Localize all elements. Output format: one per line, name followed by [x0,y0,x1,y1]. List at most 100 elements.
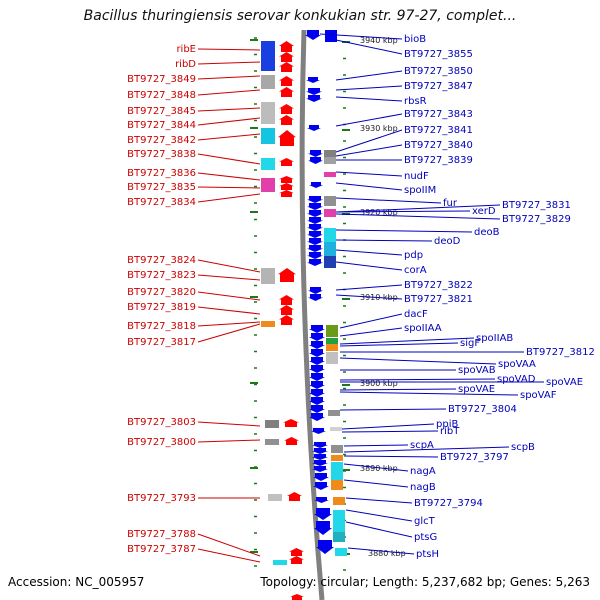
topology-label: Topology: circular; Length: 5,237,682 bp… [260,575,590,589]
reverse-gene-arrow [312,466,328,472]
reverse-gene-arrow [309,325,325,333]
right-leader-line [335,294,403,300]
forward-gene-arrow [279,115,294,125]
right-leader-line [343,455,439,458]
backbone-line [299,29,325,600]
forward-gene-arrow [279,176,294,183]
gene-box [326,352,338,364]
gene-box [324,196,336,206]
right-gene-label: spoVAE [546,377,583,388]
right-gene-label: BT9727_3822 [404,280,473,291]
right-leader-line [335,144,403,157]
right-gene-label: BT9727_3831 [502,200,571,211]
right-leader-line [335,210,471,213]
right-gene-label: nagB [410,482,436,493]
left-gene-label: BT9727_3834 [127,197,196,208]
left-leader-line [197,89,261,96]
forward-gene-arrow [279,41,294,52]
right-gene-label: fur [443,198,458,209]
right-leader-line [335,85,403,91]
right-gene-label: BT9727_3794 [414,498,483,509]
chromosome-backbone [299,29,325,600]
forward-gene-arrow [279,158,294,166]
forward-gene-arrow [279,190,294,197]
left-gene-label: BT9727_3824 [127,255,196,266]
gene-box [261,158,275,170]
left-gene-label: BT9727_3844 [127,120,196,131]
reverse-gene-arrow [307,238,323,245]
right-gene-label: pdp [404,250,423,261]
gene-box [331,480,343,490]
reverse-gene-arrow [312,460,328,466]
forward-strand-genes [261,41,304,600]
left-gene-label: BT9727_3842 [127,135,196,146]
left-gene-label: BT9727_3788 [127,529,196,540]
gene-box [333,510,345,532]
right-leader-line [339,357,497,365]
right-gene-label: BT9727_3812 [526,347,595,358]
scale-label: 3890 kbp [360,464,398,473]
right-gene-label: ppiB [436,419,458,430]
right-leader-line [319,33,403,40]
left-leader-line [197,61,261,65]
reverse-gene-arrow [308,157,323,164]
left-gene-label: ribE [176,44,196,55]
scale-label: 3900 kbp [360,379,398,388]
right-gene-label: spoIIAA [404,323,442,334]
right-gene-label: rbsR [404,96,427,107]
right-gene-label: spoIIAB [476,333,513,344]
right-leader-line [339,313,403,329]
forward-gene-arrow [279,104,294,114]
left-gene-label: BT9727_3803 [127,417,196,428]
gene-box [328,410,340,416]
gene-box [261,321,275,327]
right-gene-label: deoD [434,236,461,247]
gene-box [335,548,347,556]
forward-gene-arrow [283,419,299,427]
right-leader-line [339,342,459,347]
right-gene-label: ribT [440,426,460,437]
right-leader-line [341,423,435,430]
forward-gene-arrow [279,76,294,86]
right-leader-line [335,239,433,242]
left-leader-line [197,274,261,281]
gene-box [261,178,275,192]
scale-label: 3920 kbp [360,208,398,217]
reverse-gene-arrow [311,428,326,434]
reverse-gene-arrow [312,442,328,448]
right-leader-line [335,249,403,256]
right-gene-label: spoVAA [498,359,536,370]
right-leader-line [339,408,447,411]
reverse-gene-arrow [308,287,323,294]
forward-gene-arrow [279,305,294,315]
forward-gene-arrow [279,183,294,190]
gene-box [268,494,282,501]
right-gene-label: BT9727_3847 [404,81,473,92]
right-leader-line [335,129,403,153]
gene-box [324,256,336,268]
gene-box [324,172,336,177]
right-leader-line [343,479,409,488]
left-gene-label: BT9727_3818 [127,321,196,332]
left-leader-line [197,548,261,563]
left-leader-line [197,75,261,80]
right-leader-line [335,39,403,55]
forward-gene-arrow [289,548,304,556]
right-gene-label: glcT [414,516,436,527]
left-leader-line [197,421,261,427]
right-leader-line [335,197,442,204]
left-gene-label: BT9727_3835 [127,182,196,193]
left-leader-line [197,186,261,189]
right-gene-label: sigF [460,338,480,349]
reverse-gene-arrow [307,231,323,238]
right-leader-line [343,444,409,447]
right-gene-label: nudF [404,171,429,182]
map-title: Bacillus thuringiensis serovar konkukian… [83,8,517,24]
right-leader-line [335,284,403,291]
reverse-gene-arrow [312,448,328,454]
forward-gene-arrow [284,437,299,445]
left-leader-line [197,193,261,203]
right-gene-label: deoB [474,227,500,238]
left-leader-line [197,306,261,315]
